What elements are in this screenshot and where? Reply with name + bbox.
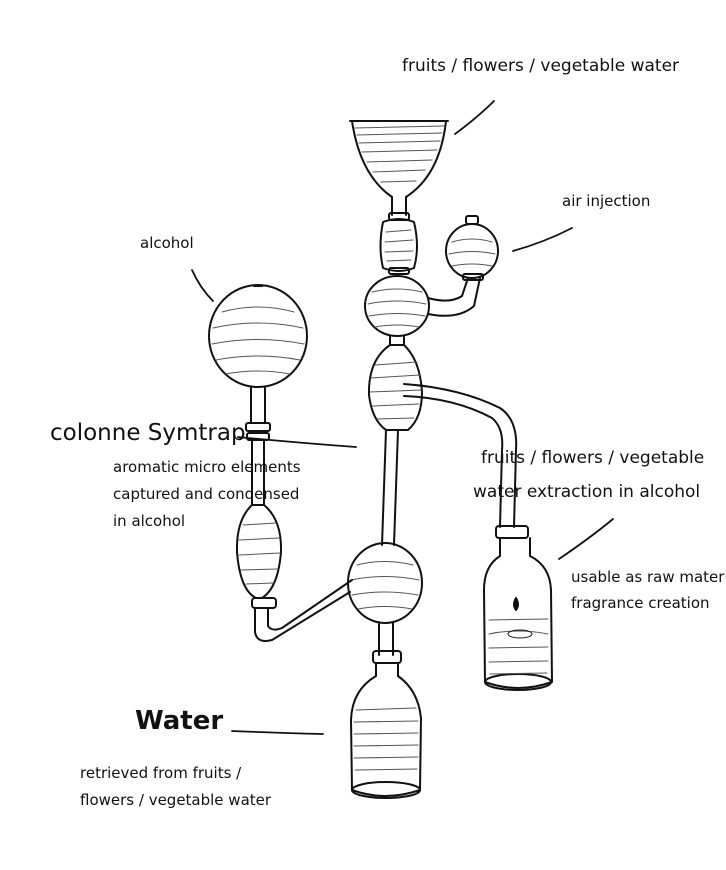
alcohol-neck — [251, 387, 265, 423]
label-extraction-line1: fruits / flowers / vegetable — [481, 448, 705, 468]
label-extraction-line2: water extraction in alcohol — [473, 482, 701, 502]
upper-sphere-shading — [368, 289, 426, 327]
symtrap-bulb-shading — [239, 523, 280, 584]
lower-sphere — [348, 543, 422, 623]
lower-sphere-shading — [351, 562, 419, 610]
lower-neck — [379, 622, 393, 655]
extraction-bottle-shading — [489, 619, 548, 674]
air-pipe — [428, 278, 480, 316]
water-description: retrieved from fruits / flowers / vegeta… — [80, 760, 271, 814]
upper-sphere — [365, 276, 429, 336]
leader-lines — [192, 101, 613, 734]
symtrap-column — [209, 285, 352, 641]
symtrap-ring-upper2 — [247, 433, 269, 440]
elongated-bulb — [369, 345, 422, 430]
symtrap-tube — [252, 440, 264, 505]
elongated-bulb-shading — [370, 362, 421, 419]
label-air-injection: air injection — [562, 192, 651, 210]
leader-alcohol — [192, 270, 213, 301]
label-usable-line1: usable as raw materi — [571, 568, 726, 586]
label-water-title: Water — [135, 706, 224, 736]
extraction-bottle — [484, 538, 552, 688]
central-column — [348, 121, 448, 798]
label-column-title: colonne Symtrap — [50, 420, 246, 446]
leader-top-input — [455, 101, 494, 134]
symtrap-ring-upper — [246, 423, 270, 431]
label-usable-line2: fragrance creation — [571, 594, 710, 612]
symtrap-ring-lower — [252, 598, 276, 608]
funnel — [350, 121, 448, 215]
extraction-ring — [496, 526, 528, 538]
air-bulb-shading — [449, 239, 495, 266]
water-desc-line: retrieved from fruits / — [80, 764, 242, 782]
extraction-drop — [514, 598, 518, 610]
leader-column — [238, 437, 356, 447]
funnel-shading — [355, 126, 444, 182]
column-desc-line: in alcohol — [113, 512, 186, 530]
extraction-branch — [404, 384, 552, 690]
alcohol-sphere — [209, 285, 307, 387]
column-desc-line: captured and condensed — [113, 485, 300, 503]
water-desc-line: flowers / vegetable water — [80, 791, 272, 809]
water-bottle — [351, 663, 421, 796]
upper-neck — [390, 336, 404, 345]
upper-small-bulb — [381, 219, 418, 271]
leader-usable — [559, 519, 613, 559]
lower-ring — [373, 651, 401, 663]
leader-air-injection — [513, 228, 572, 251]
column-desc-line: aromatic micro elements — [113, 458, 301, 476]
label-alcohol: alcohol — [140, 234, 194, 252]
upper-small-bulb-shading — [385, 230, 413, 261]
leader-water — [232, 731, 323, 734]
label-top-input: fruits / flowers / vegetable water — [402, 56, 680, 76]
alcohol-sphere-shading — [212, 307, 304, 374]
air-injection-branch — [428, 216, 498, 316]
upper-ring — [389, 268, 409, 274]
central-stem — [382, 430, 398, 545]
water-bottle-shading — [354, 708, 418, 770]
water-bottle-base — [352, 782, 420, 798]
connecting-pipe — [255, 580, 352, 641]
extraction-ripple — [508, 630, 532, 638]
air-bulb-tip — [466, 216, 478, 224]
extraction-pipe — [404, 384, 516, 527]
column-description: aromatic micro elements captured and con… — [113, 454, 301, 535]
